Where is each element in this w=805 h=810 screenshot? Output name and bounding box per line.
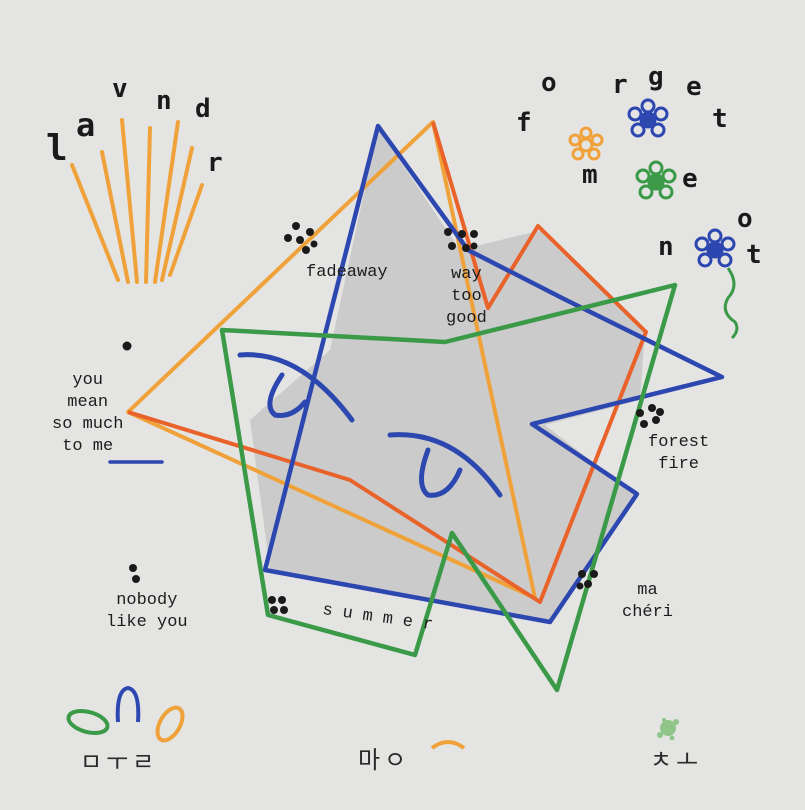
song-forest-fire: forest fire	[648, 433, 710, 474]
flower-icon-blue-top	[627, 98, 669, 138]
subtitle-letter-e: e	[686, 72, 702, 102]
subtitle-letter-f: f	[516, 108, 532, 138]
title-letter-d: d	[195, 94, 211, 124]
eye-icon-right	[387, 432, 503, 498]
eye-icon-left	[237, 352, 355, 423]
subtitle-letter-g: g	[648, 62, 664, 92]
title-letter-v: v	[112, 74, 128, 104]
korean-text-right: ㅊㅗ	[650, 746, 703, 774]
flower-icon-orange	[568, 126, 604, 161]
orange-triangle-shape	[126, 120, 537, 600]
flower-icon-blue-bottom	[694, 228, 736, 268]
subtitle-letter-n: n	[658, 232, 674, 262]
flower-stem	[723, 267, 739, 340]
song-you-mean-so-much-to-me: you mean so much to me	[52, 371, 124, 456]
red-zigzag-shape	[127, 121, 648, 604]
title-letter-n: n	[156, 86, 172, 116]
gray-star-fill	[250, 128, 645, 620]
korean-text-left: ㅁㅜㄹ	[80, 748, 159, 776]
dots-icon-forestfire	[636, 404, 664, 428]
subtitle-letter-t2: t	[746, 240, 762, 270]
blue-star-shape	[262, 123, 725, 625]
subtitle-letter-o2: o	[737, 204, 753, 234]
subtitle-letter-o: o	[541, 68, 557, 98]
subtitle-letter-m: m	[582, 160, 598, 190]
song-fadeaway: fadeaway	[306, 263, 388, 282]
korean-text-middle: 마ㅇ	[358, 746, 411, 774]
subtitle-letter-e2: e	[682, 164, 698, 194]
petal-icon-orange	[155, 705, 185, 743]
dots-icon-youmean	[122, 341, 132, 351]
dots-icon-waytoogood	[444, 228, 478, 252]
subtitle-letter-t: t	[712, 104, 728, 134]
petal-icon-green	[66, 709, 110, 735]
flower-icon-green	[635, 160, 677, 200]
dots-icon-nobody	[129, 564, 140, 583]
green-shape	[219, 282, 678, 693]
title-letter-r: r	[207, 148, 223, 178]
dots-icon-macheri	[576, 570, 598, 590]
song-way-too-good: way too good	[446, 265, 487, 328]
brush-rays-icon	[70, 118, 204, 284]
orange-arc-middle	[430, 740, 466, 750]
title-letter-l: l	[46, 128, 68, 169]
green-spray-icon	[657, 718, 679, 741]
song-ma-cheri: ma chéri	[622, 581, 674, 622]
song-nobody-like-you: nobody like you	[106, 591, 188, 632]
title-letter-a: a	[76, 106, 96, 144]
dots-icon-summer	[268, 596, 288, 614]
dots-icon-fadeaway	[284, 222, 318, 254]
petal-icon-blue	[115, 685, 141, 723]
subtitle-letter-r: r	[612, 70, 628, 100]
